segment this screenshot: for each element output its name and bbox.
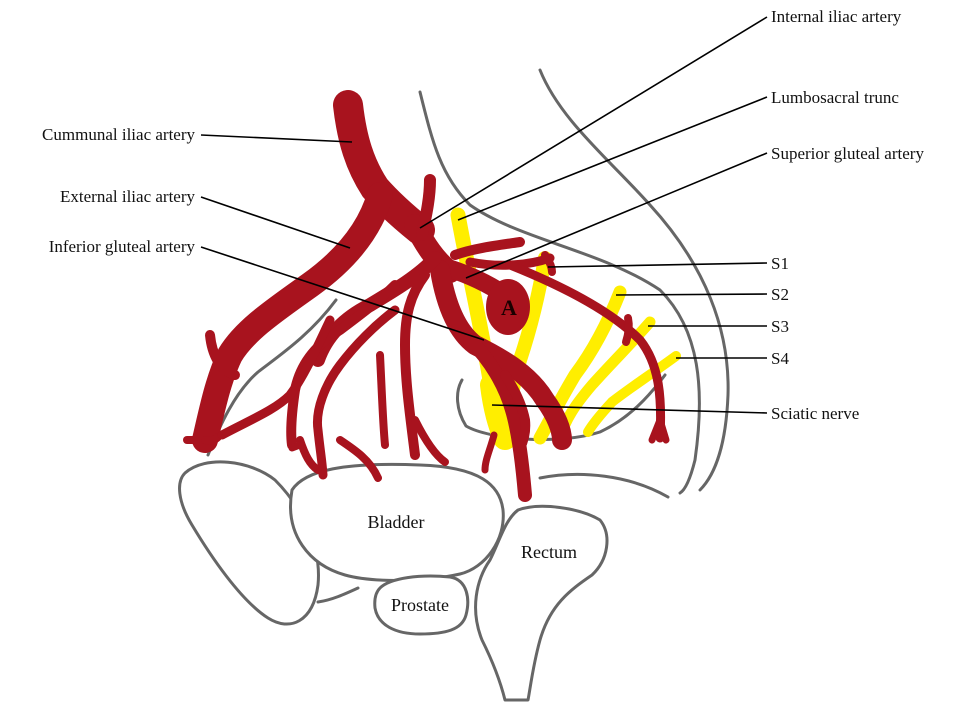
label-common-iliac: Cummunal iliac artery — [42, 125, 195, 144]
label-inferior-gluteal: Inferior gluteal artery — [49, 237, 196, 256]
marker-a: A — [501, 295, 517, 320]
prostate: Prostate — [375, 576, 468, 634]
label-internal-iliac: Internal iliac artery — [771, 7, 902, 26]
label-s4: S4 — [771, 349, 789, 368]
bladder-label: Bladder — [368, 512, 425, 532]
rectum-label: Rectum — [521, 542, 577, 562]
prostate-label: Prostate — [391, 595, 449, 615]
label-superior-gluteal: Superior gluteal artery — [771, 144, 924, 163]
label-sciatic: Sciatic nerve — [771, 404, 859, 423]
label-s1: S1 — [771, 254, 789, 273]
label-external-iliac: External iliac artery — [60, 187, 195, 206]
bladder: Bladder — [291, 464, 504, 580]
label-s2: S2 — [771, 285, 789, 304]
label-lumbosacral: Lumbosacral trunc — [771, 88, 899, 107]
arteries — [187, 105, 666, 495]
label-s3: S3 — [771, 317, 789, 336]
